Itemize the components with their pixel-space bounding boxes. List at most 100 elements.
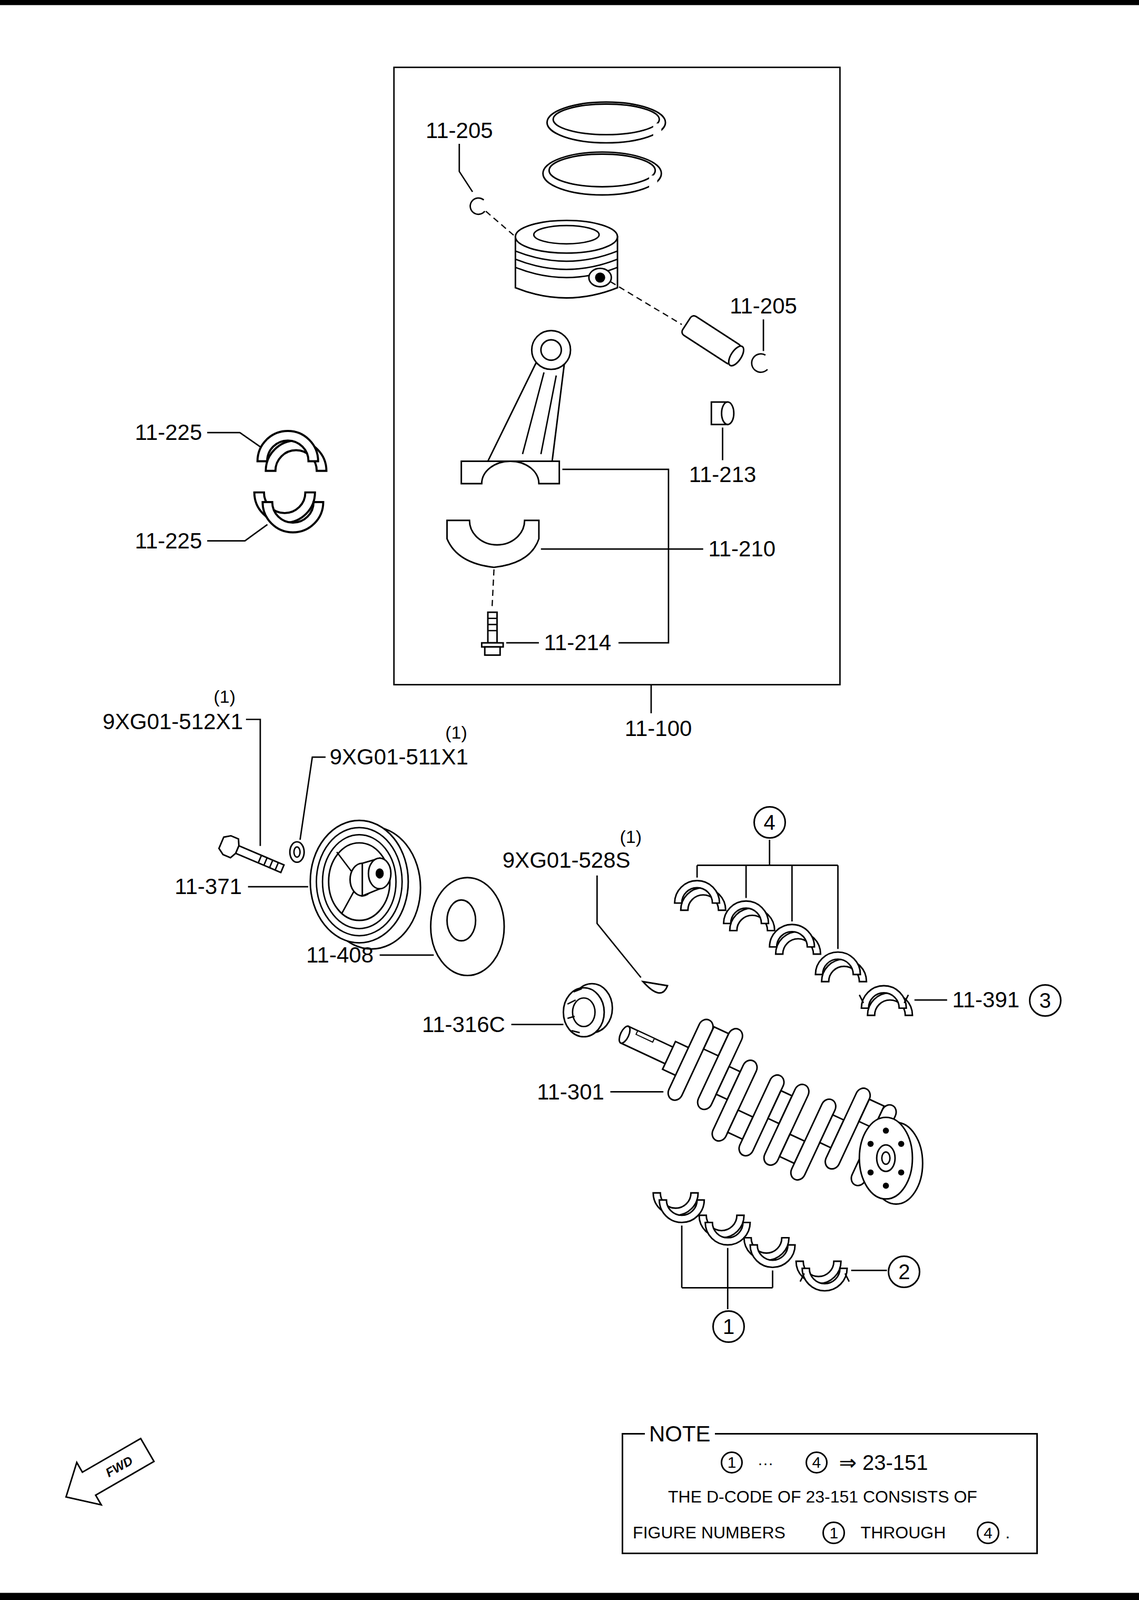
callout-circle: 4 <box>753 806 787 839</box>
part-number: 11-100 <box>624 716 693 741</box>
piston <box>533 225 600 244</box>
callout-circle: 1 <box>712 1310 745 1343</box>
assembly-frame <box>650 684 653 714</box>
leader-line <box>762 319 765 351</box>
washer <box>293 847 301 858</box>
piston <box>515 220 618 298</box>
washer <box>289 841 304 863</box>
crankshaft-pulley <box>375 868 384 879</box>
main-bearing <box>815 951 867 982</box>
leader-line <box>596 875 641 978</box>
callout-number: 1 <box>727 1454 737 1471</box>
connecting-rod <box>461 330 571 485</box>
oil-seal <box>563 987 604 1037</box>
forward-arrow <box>53 1428 160 1519</box>
piston-ring <box>548 153 655 187</box>
piston-pin <box>680 314 748 369</box>
piston-ring <box>553 104 660 135</box>
leader-line <box>721 427 724 461</box>
crankshaft <box>635 1030 655 1043</box>
leader-line <box>379 954 435 957</box>
crank-flange <box>898 1169 905 1176</box>
crankshaft-pulley <box>368 858 391 889</box>
rod-bolt <box>481 612 504 655</box>
callout-number: 4 <box>811 1454 821 1471</box>
snap-ring <box>751 354 768 373</box>
border-bar <box>0 1592 1139 1600</box>
part-number: 11-210 <box>708 536 776 562</box>
main-bearing <box>743 1237 795 1268</box>
bracket-line <box>681 839 838 1310</box>
pulley-washer <box>430 877 505 976</box>
part-number: 11-214 <box>544 630 612 655</box>
callout-circle: 1 <box>822 1521 846 1545</box>
piston <box>515 220 618 253</box>
callout-number: 3 <box>1039 989 1052 1011</box>
rod-bolt <box>484 646 500 655</box>
rod-cap <box>447 520 539 568</box>
crankshaft-pulley <box>310 820 409 943</box>
rod-cap <box>447 520 539 568</box>
crank-flange <box>859 1117 913 1200</box>
crankshaft-pulley <box>310 820 421 949</box>
leader-line <box>914 999 948 1001</box>
piston <box>594 272 605 283</box>
quantity-note: (1) <box>213 686 236 707</box>
note-text: THROUGH <box>860 1523 947 1543</box>
leader-line <box>248 886 309 888</box>
piston-pin <box>725 343 747 368</box>
part-number: 11-225 <box>134 528 203 554</box>
main-bearing <box>653 880 913 1292</box>
callout-circle: 2 <box>887 1255 921 1289</box>
leader-line <box>511 1023 564 1026</box>
connecting-rod <box>522 372 557 455</box>
oil-seal <box>572 997 596 1027</box>
part-number: 11-213 <box>689 462 757 487</box>
washer <box>289 841 304 863</box>
pulley-bolt <box>235 845 284 873</box>
assembly-line <box>492 569 495 611</box>
part-number: 11-371 <box>174 874 242 899</box>
leader-line <box>246 719 261 846</box>
callout-circle: 3 <box>1028 984 1062 1017</box>
conrod-bearing <box>254 430 327 533</box>
piston-ring <box>543 152 662 195</box>
connecting-rod <box>461 460 560 484</box>
crank-flange <box>867 1169 875 1176</box>
note-text: ⇒ 23-151 <box>838 1450 928 1475</box>
callout-number: 1 <box>722 1316 735 1338</box>
piston-ring <box>546 102 666 143</box>
conrod-bearing <box>257 430 327 471</box>
assembly-frame <box>394 67 841 714</box>
part-number: 11-391 <box>951 987 1020 1013</box>
assembly-line <box>485 211 516 237</box>
part-number: 9XG01-512X1 <box>102 709 243 734</box>
woodruff-key <box>642 981 667 994</box>
leader-line <box>541 548 704 551</box>
leader-line <box>459 143 473 192</box>
callout-number: 4 <box>983 1525 993 1541</box>
quantity-note: (1) <box>445 722 468 743</box>
callout-circle: 4 <box>805 1451 829 1475</box>
part-number: 9XG01-511X1 <box>329 744 469 770</box>
note-text: FIGURE NUMBERS <box>632 1523 786 1543</box>
pulley-washer <box>430 877 505 976</box>
woodruff-key <box>642 981 667 994</box>
pulley-bolt <box>217 833 242 860</box>
main-bearing <box>653 1192 705 1223</box>
main-bearing <box>859 994 909 1003</box>
quantity-note: (1) <box>619 827 642 847</box>
leader-line <box>562 469 669 643</box>
piston-ring <box>543 102 666 195</box>
bushing <box>711 401 734 425</box>
piston <box>588 268 612 287</box>
leader-line <box>506 642 539 644</box>
part-number: 11-205 <box>425 118 494 143</box>
crank-flange <box>881 1152 890 1165</box>
main-bearing <box>723 900 775 931</box>
forward-arrow <box>53 1428 160 1519</box>
crankshaft-pulley <box>316 827 403 936</box>
